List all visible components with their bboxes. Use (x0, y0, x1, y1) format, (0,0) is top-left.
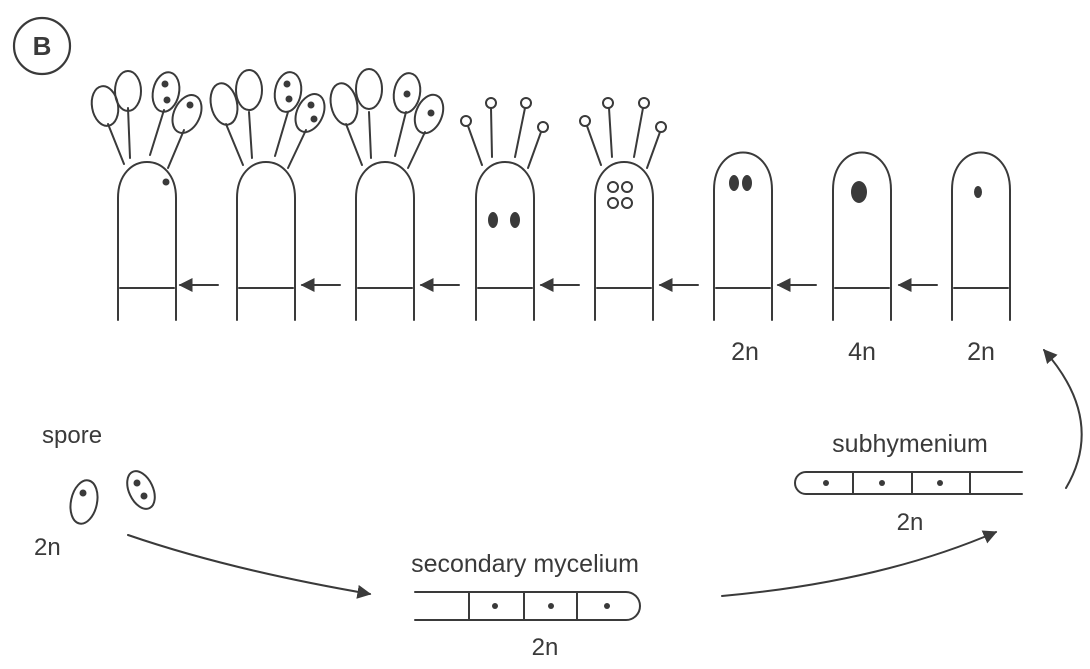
sterigmata (468, 108, 541, 168)
secondary-mycelium: secondary mycelium 2n (411, 550, 640, 661)
sterigmata (226, 112, 306, 168)
sterigmata (587, 108, 660, 168)
basidium-stage-1 (89, 70, 208, 320)
panel-label: B (33, 31, 52, 61)
basidium-outline (476, 162, 534, 320)
basidiospore (272, 70, 305, 114)
basidiospore (290, 89, 330, 136)
subhymenium-label: subhymenium (832, 430, 988, 458)
basidiospore (115, 71, 141, 111)
spore-initial (521, 98, 531, 108)
basidiospore (167, 90, 207, 137)
basidium-outline (714, 153, 772, 321)
nucleus (742, 175, 752, 191)
sterigmata (346, 112, 425, 168)
spore-to-mycelium-arrow (128, 535, 370, 594)
basidium-stage-3 (327, 69, 449, 320)
basidiospore (236, 70, 262, 110)
nucleus (510, 212, 520, 228)
spore-label: spore (42, 422, 102, 449)
basidiospore (149, 70, 183, 115)
nucleus (488, 212, 498, 228)
subhymenium-to-basidium-arrow (1044, 350, 1082, 488)
nucleus (604, 603, 610, 609)
basidium-outline (237, 162, 295, 320)
spore-initial (538, 122, 548, 132)
spore-ploidy-label: 2n (34, 534, 61, 561)
nucleus (823, 480, 829, 486)
secondary-mycelium-ploidy-label: 2n (532, 634, 559, 661)
basidium-stage-8: 2n (952, 153, 1010, 367)
mycelium-to-subhymenium-arrow (722, 532, 996, 596)
basidium-outline (356, 162, 414, 320)
subhymenium: subhymenium 2n (795, 430, 1022, 536)
secondary-mycelium-label: secondary mycelium (411, 550, 639, 578)
basidium-outline (595, 162, 653, 320)
subhymenium-ploidy-label: 2n (897, 509, 924, 536)
panel-label-badge: B (14, 18, 70, 74)
haploid-nucleus (622, 198, 632, 208)
basidium-outline (118, 162, 176, 320)
haploid-nucleus (608, 182, 618, 192)
nucleus (974, 186, 982, 198)
basidium-outline (833, 153, 891, 321)
spore (122, 467, 161, 513)
basidium-stage-7: 4n (833, 153, 891, 367)
spore-initial (639, 98, 649, 108)
basidiospore (356, 69, 382, 109)
spore (67, 478, 102, 526)
ploidy-label: 2n (967, 338, 995, 366)
nucleus (548, 603, 554, 609)
spore-initial (656, 122, 666, 132)
nucleus (937, 480, 943, 486)
haploid-nucleus (622, 182, 632, 192)
basidium-stage-4 (461, 98, 548, 320)
basidium-stage-2 (207, 70, 330, 320)
spore-initial (461, 116, 471, 126)
ploidy-label: 2n (731, 338, 759, 366)
spore-initial (486, 98, 496, 108)
nucleus (729, 175, 739, 191)
hypha-outline (795, 472, 1022, 494)
nucleus (492, 603, 498, 609)
basidiospore (89, 84, 122, 128)
nucleus (879, 480, 885, 486)
spore-initial (580, 116, 590, 126)
haploid-nucleus (608, 198, 618, 208)
fusion-nucleus (851, 181, 867, 203)
nucleus (163, 179, 170, 186)
spore-initial (603, 98, 613, 108)
basidium-stage-6: 2n (714, 153, 772, 367)
basidium-outline (952, 153, 1010, 321)
basidium-stage-5 (580, 98, 666, 320)
ploidy-label: 4n (848, 338, 876, 366)
